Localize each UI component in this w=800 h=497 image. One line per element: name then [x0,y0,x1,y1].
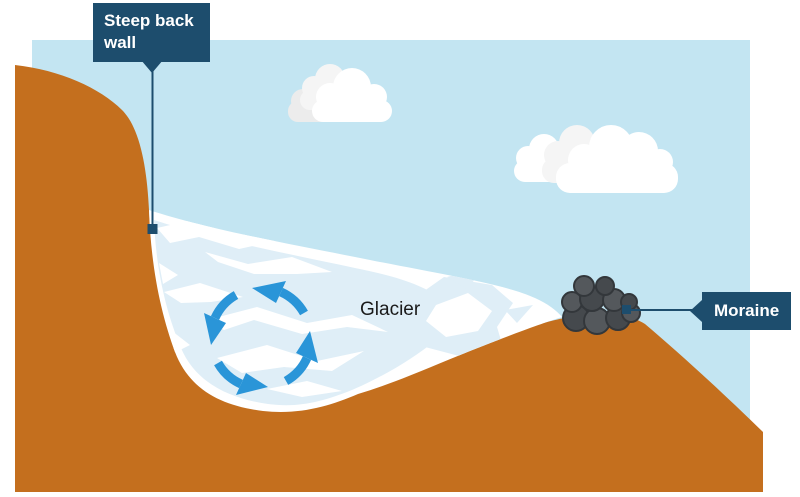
cloud-group-left [288,64,392,122]
arrowhead-down-icon [204,313,226,345]
moraine-label-text: Moraine [714,301,780,320]
circular-rotation-arrows-icon [204,281,318,395]
terrain [15,65,763,492]
glacier-label: Glacier [360,299,421,320]
cloud-icon [312,68,392,122]
callout-pointer-down-icon [141,60,163,73]
rock-pile-icon [561,275,641,335]
arrowhead-right-icon [236,373,268,395]
crevasse-highlights [157,220,388,397]
moraine-label: Moraine [690,292,792,330]
leader-end-marker [147,224,158,234]
steep-back-wall-leader [147,68,158,234]
crevasse-inner-white [426,293,492,337]
leader-end-marker [622,305,631,314]
arrowhead-up-icon [296,331,318,363]
cloud-icon [556,125,678,193]
callout-pointer-left-icon [690,300,702,322]
arrowhead-left-icon [252,281,286,303]
moraine-leader [622,305,696,314]
cloud-group-right [514,125,678,193]
steep-back-wall-label: Steep back wall [93,3,210,62]
